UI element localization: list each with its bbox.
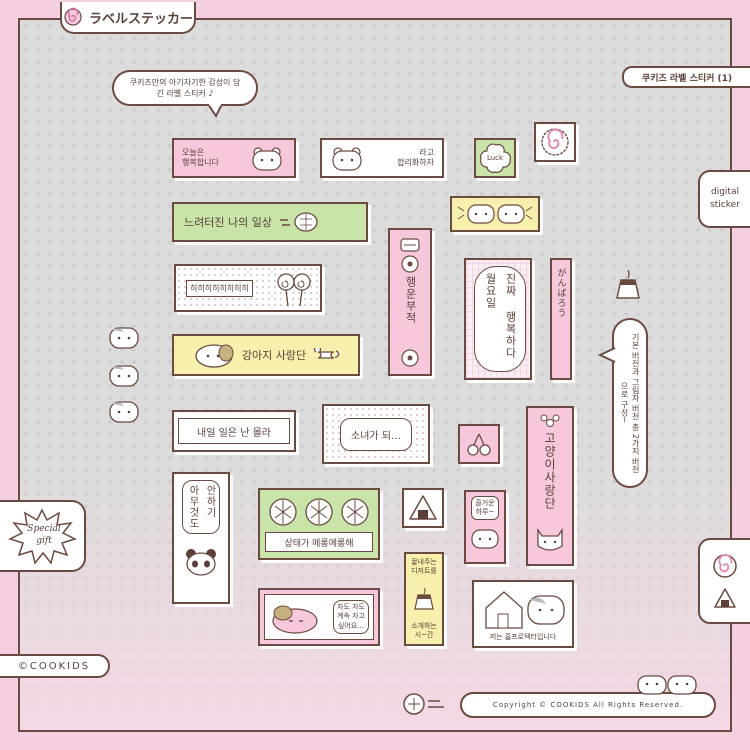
collection-title: 쿠키즈 라벨 스티커 (1) — [622, 66, 750, 88]
sleeping-puppy-icon — [272, 605, 318, 634]
sticker-luck: Luck — [474, 138, 516, 178]
flower-icon — [401, 349, 419, 367]
sticker-rationalize: 라고 합리화하자 — [320, 138, 444, 178]
onigiri-icon — [713, 587, 737, 609]
pudding-icon — [616, 269, 640, 299]
hamster-icon — [109, 401, 139, 423]
sticker-become-girl: 소녀가 되… — [322, 404, 430, 464]
sticker-puppy-club: 강아지 사랑단 — [172, 334, 360, 376]
sticker-swirl-cookie — [534, 122, 576, 162]
cherry-icon — [467, 433, 491, 456]
bubble-tail-left — [598, 347, 616, 363]
panda-icon — [186, 549, 216, 576]
swirl-icon — [541, 128, 569, 156]
house-hamster-icon — [485, 591, 565, 629]
digital-sticker-tab: digital sticker — [698, 170, 750, 228]
bone-icon — [313, 348, 340, 359]
header-tab: ラベルステッカー — [60, 2, 196, 34]
swirl-icon — [63, 7, 83, 27]
sticker-slow-life: 느려터진 나의 일상 — [172, 202, 368, 242]
sticker-cat-club: 고양이사랑단 — [526, 406, 574, 566]
sticker-fun-day: 즐거운 하루~ — [464, 490, 506, 564]
sticker-lucky-talisman: 행운부적 — [388, 228, 432, 376]
hamster-icon — [471, 529, 499, 549]
special-gift-badge: Special gift — [0, 500, 86, 572]
page-title: ラベルステッカー — [88, 11, 193, 27]
sticker-dessert-intro: 꿀내주는 디저트를 소개하는 시~간 — [404, 552, 444, 646]
intro-speech-bubble: 쿠키즈만의 아기자기한 감성이 담긴 라벨 스티커 ♪ — [112, 70, 258, 106]
sticker-ganbarou: がんばろう — [550, 258, 572, 380]
sticker-cherry — [458, 424, 500, 464]
pudding-icon — [414, 587, 434, 610]
sticker-home-protector: 저는 홈프로텍터입니다 — [472, 580, 574, 648]
knot-icon — [400, 238, 420, 252]
sticker-happy-today: 오늘은 행복합니다 — [172, 138, 296, 178]
cat-icon — [537, 527, 563, 551]
puppy-icon — [195, 344, 234, 368]
bubble-tail — [206, 104, 224, 118]
sticker-dont-know-tomorrow: 내일 일은 난 몰라 — [172, 410, 296, 452]
bear-icon — [252, 147, 282, 171]
starburst-icon — [7, 508, 77, 565]
hamster-icon — [109, 365, 139, 387]
onigiri-icon — [409, 495, 437, 520]
sticker-hehehe: 히히히히히히히히 — [174, 264, 322, 312]
hamsters-icon — [637, 675, 697, 695]
sticker-sleepy: 자도 자도 계속 자고 싶어요… — [258, 588, 380, 646]
sticker-onigiri — [402, 488, 444, 528]
copyright-pill: Copyright © COOKIDS All Rights Reserved. — [460, 692, 716, 718]
melon-icons — [269, 498, 369, 526]
turtle-icon — [403, 693, 444, 715]
info-speech-bubble: 기본 버전과 그림자 버전 총 2가지 버전으로 구성~ — [612, 318, 648, 488]
sticker-bears — [450, 196, 540, 232]
lollipop-icon — [277, 273, 311, 307]
sticker-do-nothing: 안하기 아무것도 — [172, 472, 230, 604]
bear-icon — [332, 147, 362, 171]
bears-icon — [457, 204, 533, 224]
sticker-monday: 진짜 행복하다 월요일 — [464, 258, 532, 380]
paw-icon — [540, 414, 560, 427]
sticker-feeling-dizzy: 상태가 메롱메롱해 — [258, 488, 380, 560]
icons-tab — [698, 538, 750, 624]
turtle-icon — [279, 212, 318, 232]
brand-pill: ©COOKIDS — [0, 654, 110, 678]
swirl-icon — [712, 553, 738, 579]
hamster-icon — [109, 327, 139, 349]
clover-icon — [480, 143, 511, 173]
flower-icon — [401, 255, 419, 273]
